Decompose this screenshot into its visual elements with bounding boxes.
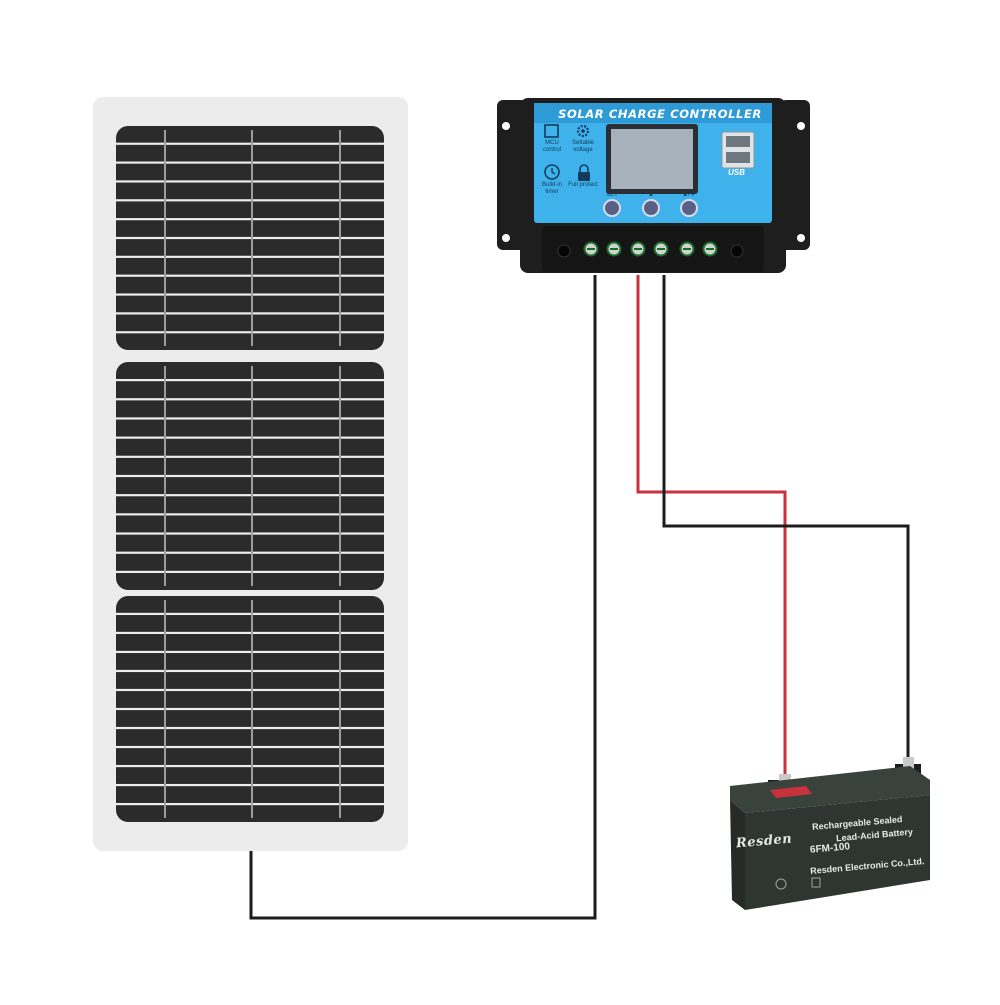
cell-row-gap <box>116 783 384 787</box>
cell-row-gap <box>116 745 384 749</box>
cell-row-gap <box>116 551 384 554</box>
cell-row-gap <box>116 650 384 654</box>
cell-row-gap <box>116 726 384 730</box>
busbar <box>251 366 253 586</box>
cell-row-gap <box>116 398 384 401</box>
panel-to-controller-wire <box>249 275 597 920</box>
button-label-updown: ▲/▼ <box>682 192 696 198</box>
cell-row-gap <box>116 378 384 382</box>
cell-row-gap <box>116 455 384 458</box>
cell-row-gap <box>116 688 384 692</box>
battery-side <box>730 800 745 910</box>
busbar <box>164 366 166 586</box>
busbar <box>339 130 341 346</box>
cell-row-gap <box>116 142 384 145</box>
usb-port[interactable] <box>726 152 750 163</box>
busbar <box>251 130 253 346</box>
cell-row-gap <box>116 236 384 240</box>
controller-left-ear <box>497 100 527 250</box>
terminal-screw-slot <box>610 248 618 250</box>
terminal-screw-slot <box>634 248 642 250</box>
busbar <box>339 600 341 818</box>
cell-row-gap <box>116 764 384 768</box>
cell-row-gap <box>116 218 384 221</box>
control-button[interactable] <box>642 199 660 217</box>
cell-row-gap <box>116 199 384 202</box>
usb-port[interactable] <box>726 136 750 147</box>
busbar <box>339 366 341 586</box>
button-label-set: SET <box>606 192 618 198</box>
battery-front <box>745 795 930 910</box>
terminal-block <box>542 226 764 272</box>
cell-row-gap <box>116 669 384 673</box>
cell-row-gap <box>116 612 384 616</box>
cell-row-gap <box>116 513 384 516</box>
solar-panel <box>93 97 408 851</box>
cell-row-gap <box>116 802 384 806</box>
wiring <box>249 275 910 920</box>
busbar <box>164 130 166 346</box>
gear-icon <box>576 124 590 138</box>
recycle-icon <box>775 878 787 890</box>
control-buttons <box>603 199 698 217</box>
cell-row-gap <box>116 417 384 420</box>
cell-row-gap <box>116 161 384 164</box>
cell-row-gap <box>116 312 384 315</box>
negative-battery-wire <box>662 275 910 762</box>
solar-cells <box>116 126 384 822</box>
controller-title: SOLAR CHARGE CONTROLLER <box>558 107 762 121</box>
cell-row-gap <box>116 631 384 635</box>
busbar <box>251 600 253 818</box>
bin-icon <box>811 877 821 888</box>
cell-row-gap <box>116 331 384 334</box>
terminal-screw-slot <box>657 248 665 250</box>
mount-hole <box>797 234 805 242</box>
terminal-screw-cap <box>730 244 744 258</box>
feature-label-protect: Full protect <box>568 182 598 188</box>
controller-title-bar <box>534 103 772 123</box>
battery <box>730 757 930 910</box>
terminals <box>583 241 718 257</box>
feature-label-mcu: MCU control <box>542 140 561 153</box>
cell-row-gap <box>116 436 384 439</box>
terminal-screw-slot <box>587 248 595 250</box>
negative-terminal <box>903 757 914 769</box>
lock-icon-shackle <box>579 164 589 172</box>
terminal-screw-slot <box>706 248 714 250</box>
cell-row-gap <box>116 255 384 258</box>
positive-battery-wire <box>636 275 787 778</box>
control-button[interactable] <box>603 199 621 217</box>
cell-row-gap <box>116 293 384 296</box>
charge-controller <box>497 98 810 273</box>
gear-icon-hub <box>581 129 585 133</box>
cell-row-gap <box>116 274 384 277</box>
battery-lid <box>730 766 930 813</box>
cell-row-gap <box>116 180 384 183</box>
cell-row-gap <box>116 707 384 711</box>
terminal-screw-slot <box>683 248 691 250</box>
cell-row-gap <box>116 474 384 478</box>
positive-terminal-cap <box>770 786 812 798</box>
controller-right-ear <box>780 100 810 250</box>
cell-row-gap <box>116 532 384 535</box>
busbar <box>164 600 166 818</box>
button-label-up: ▲ <box>648 192 654 198</box>
usb-label: USB <box>728 168 745 177</box>
mount-hole <box>502 234 510 242</box>
feature-label-voltage: Settable voltage <box>571 140 595 153</box>
mount-hole <box>797 122 805 130</box>
cell-row-gap <box>116 570 384 574</box>
cell-row-gap <box>116 494 384 497</box>
chip-icon <box>544 124 559 138</box>
feature-label-timer: Build-in timer <box>541 182 562 195</box>
lock-icon <box>578 172 590 181</box>
mount-hole <box>502 122 510 130</box>
control-button[interactable] <box>680 199 698 217</box>
terminal-screw-cap <box>557 244 571 258</box>
clock-icon-hands <box>551 168 556 175</box>
clock-icon <box>544 164 560 180</box>
lcd-screen <box>611 129 693 189</box>
